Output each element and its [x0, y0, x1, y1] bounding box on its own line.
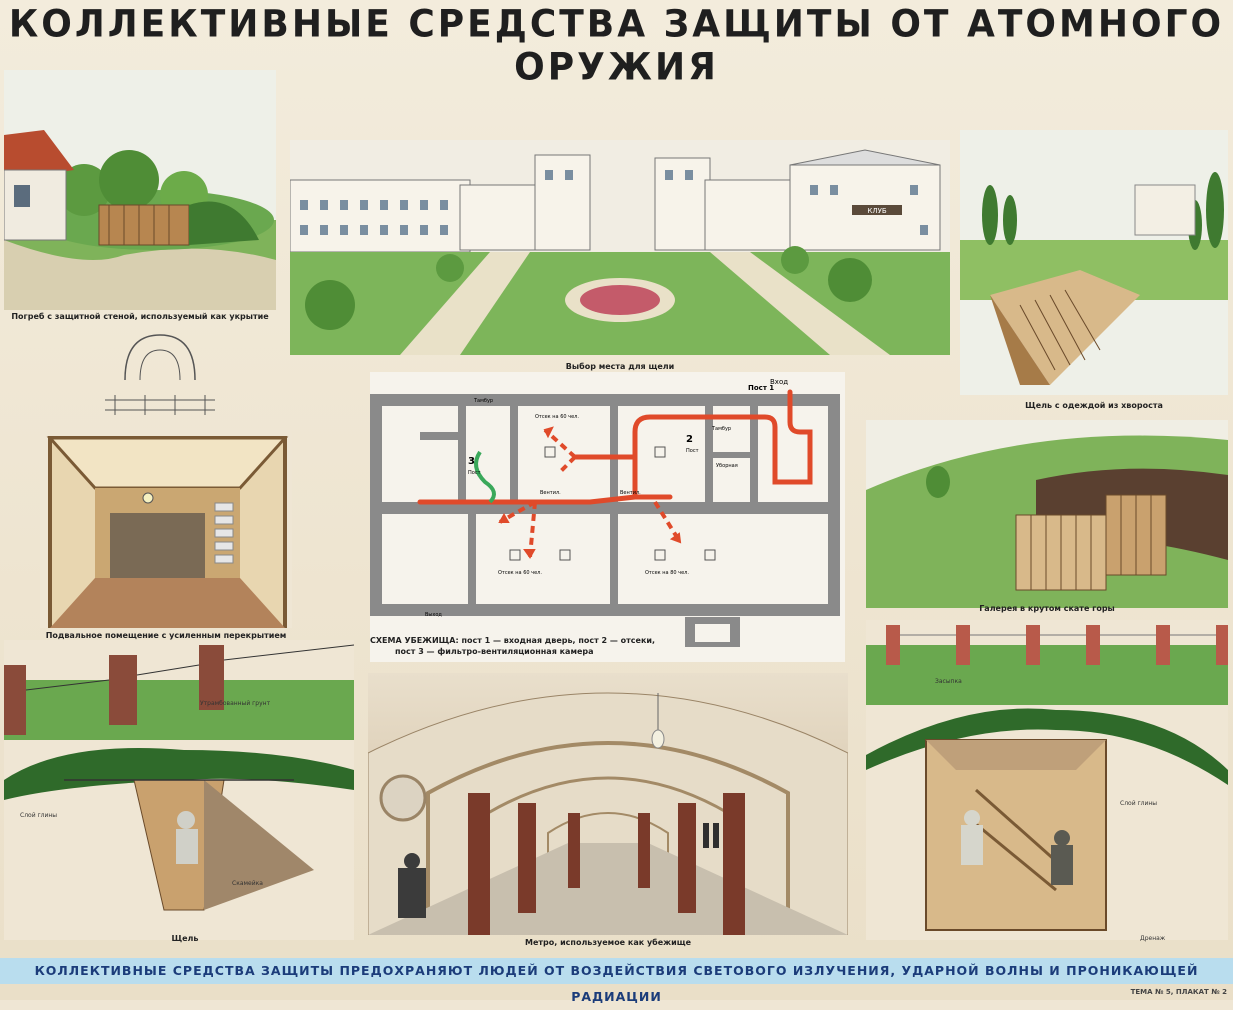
shelter-caption-line1: СХЕМА УБЕЖИЩА: пост 1 — входная дверь, п… — [370, 636, 656, 645]
tambur-right: Тамбур — [711, 426, 731, 432]
trench-caption: Щель — [171, 934, 199, 943]
footer-tema: ТЕМА № 5, ПЛАКАТ № 2 — [1130, 988, 1227, 996]
panel-shelter-scheme: Вход Пост 1 2 Пост 3 Пост Тамбур Тамбур … — [370, 372, 845, 662]
trench-label-soil: Утрамбованный грунт — [200, 700, 271, 707]
covered-trench-label-clay: Слой глины — [1120, 800, 1158, 807]
vent-label-2: Вентил. — [620, 490, 641, 496]
metro-caption: Метро, используемое как убежище — [525, 938, 691, 947]
gallery-illustration — [866, 420, 1228, 608]
post3-number: 3 — [468, 456, 475, 467]
covered-trench-illustration — [866, 620, 1228, 940]
post1-label: Пост 1 — [748, 384, 774, 392]
trench-label-bench: Скамейка — [232, 880, 263, 887]
compartment-bottom-right: Отсек на 80 чел. — [645, 570, 689, 576]
brush-trench-caption-visible: Щель с одеждой из хвороста — [1025, 401, 1163, 410]
panel-site: КЛУБ Выбор места для щели — [290, 140, 950, 355]
panel-brush-trench: Щель с одеждой из хвороста — [960, 130, 1228, 395]
covered-trench-label-soil: Засыпка — [935, 678, 962, 685]
post2-number: 2 — [686, 434, 693, 445]
toilet-label: Уборная — [716, 463, 738, 469]
panel-covered-trench — [866, 620, 1228, 940]
poster-footer: ТЕМА № 5, ПЛАКАТ № 2 — [0, 986, 1233, 1000]
compartment-bottom-left: Отсек на 60 чел. — [498, 570, 542, 576]
site-illustration: КЛУБ — [290, 140, 950, 355]
post3-label: Пост — [468, 470, 481, 476]
panel-trench — [4, 640, 354, 940]
shelter-entry-label: Вход — [770, 378, 788, 386]
shelter-plan: Вход Пост 1 2 Пост 3 Пост Тамбур Тамбур … — [370, 372, 845, 662]
brush-trench-illustration — [960, 130, 1228, 395]
poster-title: КОЛЛЕКТИВНЫЕ СРЕДСТВА ЗАЩИТЫ ОТ АТОМНОГО… — [8, 2, 1225, 89]
covered-trench-label-drain: Дренаж — [1140, 935, 1166, 942]
post2-label: Пост — [686, 448, 699, 454]
compartment-top-left: Отсек на 60 чел. — [535, 414, 579, 420]
site-caption-visible: Выбор места для щели — [565, 362, 675, 371]
tambur-left: Тамбур — [473, 398, 493, 404]
trench-illustration — [4, 640, 354, 940]
cellar-section-diagram — [105, 334, 215, 415]
panel-cellar: Погреб с защитной стеной, используемый к… — [4, 70, 276, 310]
metro-illustration — [368, 673, 848, 935]
cellar-illustration — [4, 70, 276, 310]
bottom-banner: КОЛЛЕКТИВНЫЕ СРЕДСТВА ЗАЩИТЫ ПРЕДОХРАНЯЮ… — [0, 958, 1233, 1004]
panel-basement — [40, 428, 292, 628]
panel-metro — [368, 673, 848, 935]
shelter-caption-line2: пост 3 — фильтро-вентиляционная камера — [395, 647, 594, 656]
shelter-exit-label: Выход — [425, 612, 442, 618]
panel-gallery — [866, 420, 1228, 608]
club-sign: КЛУБ — [867, 207, 886, 215]
gallery-caption: Галерея в крутом скате горы — [979, 604, 1115, 613]
cellar-caption-visible: Погреб с защитной стеной, используемый к… — [11, 312, 269, 321]
basement-illustration — [40, 428, 292, 628]
trench-label-clay: Слой глины — [20, 812, 58, 819]
basement-caption: Подвальное помещение с усиленным перекры… — [45, 631, 287, 640]
vent-label-1: Вентил. — [540, 490, 561, 496]
